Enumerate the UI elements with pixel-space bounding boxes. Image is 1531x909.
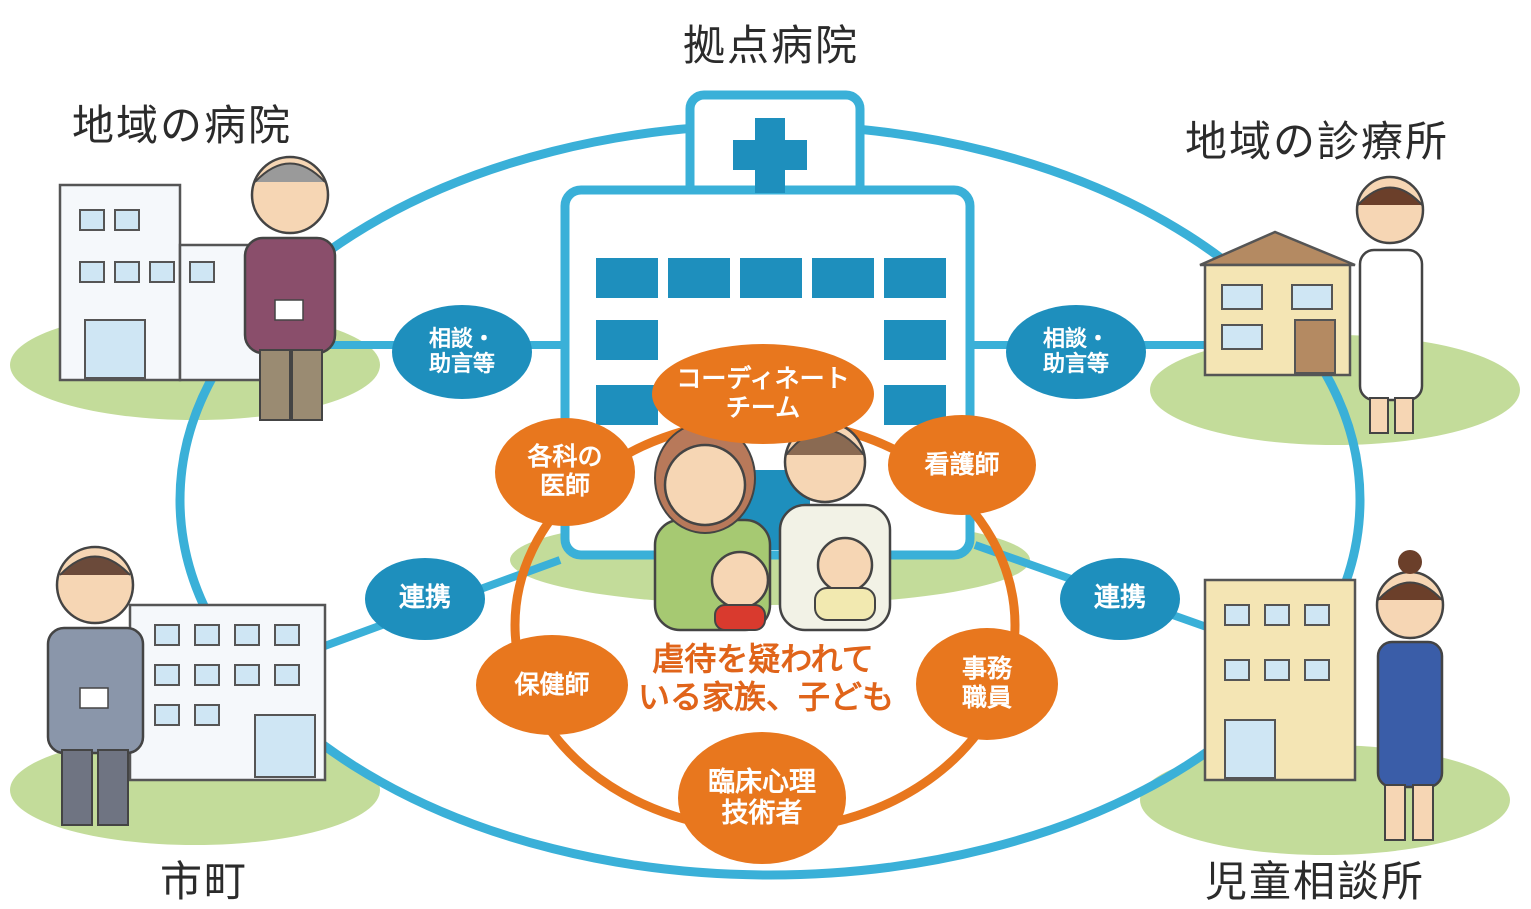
psychologist-badge: 臨床心理 技術者 <box>678 732 846 864</box>
clinic-icon <box>1199 230 1356 377</box>
city-official-figure <box>46 545 145 826</box>
coordinate-team-line-1: コーディネート <box>676 364 850 394</box>
municipality-label: 市町 <box>160 857 249 906</box>
family-figure <box>653 420 892 632</box>
child-guidance-center-icon <box>1203 578 1357 782</box>
hub-hospital-label: 拠点病院 <box>683 21 860 70</box>
doctors-line-1: 各科の <box>527 442 603 472</box>
local-hospital-icon <box>58 183 267 382</box>
hospital-staff-figure <box>243 155 337 421</box>
office-staff-line-2: 職員 <box>961 683 1012 712</box>
nurse-badge: 看護師 <box>888 415 1036 515</box>
child-guidance-center-label: 児童相談所 <box>1205 857 1426 906</box>
office-staff-badge: 事務 職員 <box>916 628 1058 740</box>
clinic-doctor-figure <box>1355 175 1425 434</box>
psychologist-line-2: 技術者 <box>721 798 803 829</box>
consult-advice-right-badge: 相談・ 助言等 <box>1006 305 1146 399</box>
city-hall-icon <box>128 603 327 782</box>
public-health-nurse-badge: 保健師 <box>476 635 628 735</box>
consult-advice-left-line-2: 助言等 <box>428 352 495 377</box>
consult-advice-right-line-1: 相談・ <box>1042 326 1109 352</box>
coordination-left-badge: 連携 <box>365 558 485 640</box>
local-hospital-label: 地域の病院 <box>72 101 293 150</box>
doctors-badge: 各科の 医師 <box>495 418 635 526</box>
coordinate-team-badge: コーディネート チーム <box>652 344 874 444</box>
doctors-line-2: 医師 <box>539 471 590 500</box>
coordinate-team-line-2: チーム <box>725 393 801 422</box>
family-caption-line-2: いる家族、子ども <box>638 678 895 717</box>
office-staff-line-1: 事務 <box>961 654 1012 684</box>
family-caption: 虐待を疑われて いる家族、子ども <box>638 640 895 717</box>
center-staff-figure <box>1375 550 1445 841</box>
local-clinic-label: 地域の診療所 <box>1185 117 1450 166</box>
family-caption-line-1: 虐待を疑われて <box>652 640 874 678</box>
consult-advice-right-line-2: 助言等 <box>1042 352 1109 377</box>
psychologist-line-1: 臨床心理 <box>708 766 816 798</box>
coordination-right-badge: 連携 <box>1060 558 1180 640</box>
consult-advice-left-badge: 相談・ 助言等 <box>392 305 532 399</box>
consult-advice-left-line-1: 相談・ <box>428 326 495 352</box>
